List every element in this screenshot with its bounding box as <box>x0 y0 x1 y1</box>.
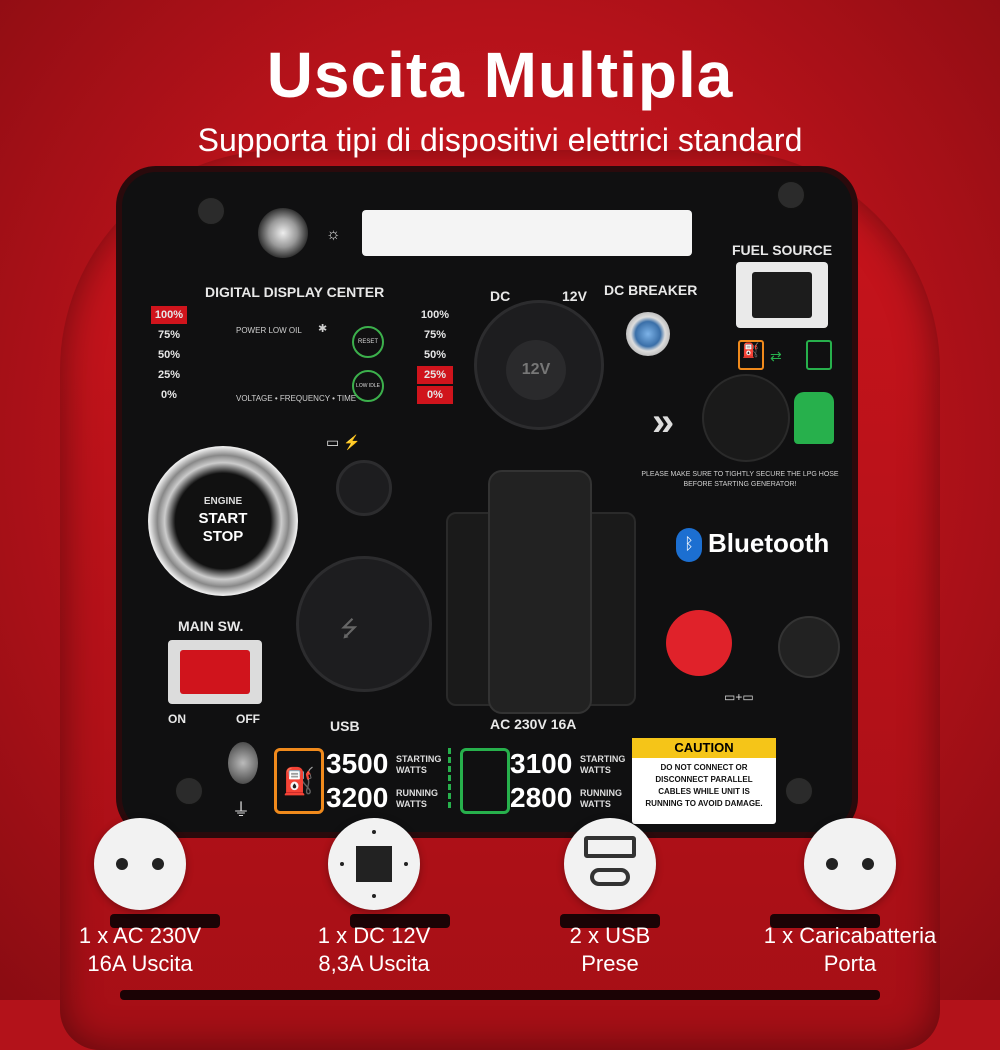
low-idle-button[interactable]: LOW IDLE <box>352 370 384 402</box>
display-center-label: DIGITAL DISPLAY CENTER <box>205 284 385 300</box>
level-left-75: 75% <box>157 329 181 341</box>
gas-running-watts: 3200 <box>326 782 389 813</box>
lcd-display <box>362 210 692 256</box>
lpg-inlet-cap[interactable] <box>702 374 790 462</box>
vent-slot <box>110 914 220 928</box>
main-switch-label: MAIN SW. <box>178 618 244 634</box>
reset-button[interactable]: RESET <box>352 326 384 358</box>
swap-arrows-icon: ⇄ <box>770 348 782 364</box>
feature-usb-line2: Prese <box>581 951 639 976</box>
ac-outlet-cover[interactable] <box>488 470 592 714</box>
start-label: START <box>198 510 248 527</box>
on-label: ON <box>168 712 186 726</box>
screw-icon <box>784 776 814 806</box>
level-right-25: 25% <box>417 366 453 384</box>
lpg-tank-icon <box>806 340 832 370</box>
dc-breaker-label: DC BREAKER <box>604 282 698 298</box>
usb-symbol-icon: ⭍ <box>340 616 359 641</box>
dc-breaker-button[interactable] <box>626 312 670 356</box>
caution-title: CAUTION <box>632 738 776 758</box>
ac-label: AC 230V 16A <box>490 716 577 732</box>
level-right-0: 0% <box>417 386 453 404</box>
dc-12v-label: 12V <box>562 288 587 304</box>
level-left-100: 100% <box>151 306 187 324</box>
chevron-right-icon: » <box>652 400 675 444</box>
lpg-watts-icon <box>460 748 510 814</box>
bluetooth-label: Bluetooth <box>708 528 830 558</box>
running-watts-label: RUNNING WATTS <box>580 788 622 809</box>
engine-label: ENGINE <box>203 496 243 507</box>
level-left-25: 25% <box>157 369 181 381</box>
feature-dc-line2: 8,3A Uscita <box>318 951 430 976</box>
battery-parallel-icon: ▭+▭ <box>724 690 754 704</box>
divider <box>448 748 455 808</box>
feature-dc-line1: 1 x DC 12V <box>317 923 431 948</box>
screw-icon <box>196 196 226 226</box>
vent-slot <box>770 914 880 928</box>
level-right-50: 50% <box>423 349 447 361</box>
page-subtitle: Supporta tipi di dispositivi elettrici s… <box>197 122 803 158</box>
bluetooth-small-icon: ✱ <box>318 323 328 335</box>
caution-text: DO NOT CONNECT OR DISCONNECT PARALLEL CA… <box>645 763 763 808</box>
lpg-starting-watts: 3100 <box>510 748 573 779</box>
dc-socket-cap: 12V <box>506 340 566 400</box>
negative-terminal-cap[interactable] <box>778 616 840 678</box>
page-title: Uscita Multipla <box>266 39 734 111</box>
feature-ac-line2: 16A Uscita <box>87 951 193 976</box>
feature-usb: 2 x USB Prese <box>490 818 730 978</box>
feature-charger-line1: 1 x Caricabatteria <box>763 923 937 948</box>
usb-icon <box>564 818 656 910</box>
level-left-50: 50% <box>157 349 181 361</box>
ac-outlet-icon <box>94 818 186 910</box>
usb-socket[interactable] <box>296 556 432 692</box>
dc-outlet-icon <box>328 818 420 910</box>
vent-slot <box>350 914 450 928</box>
fuel-source-label: FUEL SOURCE <box>732 242 833 258</box>
main-switch[interactable] <box>180 650 250 694</box>
feature-ac-line1: 1 x AC 230V <box>78 923 202 948</box>
lpg-warning-text: PLEASE MAKE SURE TO TIGHTLY SECURE THE L… <box>641 471 839 488</box>
dc-label: DC <box>490 288 511 304</box>
feature-ac: 1 x AC 230V 16A Uscita <box>20 818 260 978</box>
level-right-100: 100% <box>420 309 450 321</box>
feature-usb-line1: 2 x USB <box>569 923 651 948</box>
feature-dc: 1 x DC 12V 8,3A Uscita <box>254 818 494 978</box>
charging-port[interactable] <box>336 460 392 516</box>
lpg-cylinder-icon <box>794 392 834 444</box>
running-watts-label: RUNNING WATTS <box>396 788 438 809</box>
light-bulb-icon: ☼ <box>326 226 341 243</box>
positive-terminal-cap[interactable] <box>666 610 732 676</box>
stop-label: STOP <box>202 528 244 545</box>
starting-watts-label: STARTING WATTS <box>580 754 626 775</box>
gas-starting-watts: 3500 <box>326 748 389 779</box>
vent-slot <box>560 914 660 928</box>
charger-port-icon <box>804 818 896 910</box>
level-right-75: 75% <box>423 329 447 341</box>
feature-charger-line2: Porta <box>823 951 877 976</box>
fuel-source-switch[interactable] <box>752 272 812 318</box>
off-label: OFF <box>236 712 260 726</box>
lpg-running-watts: 2800 <box>510 782 573 813</box>
gas-pump-icon: ⛽ <box>738 340 764 370</box>
light-button[interactable] <box>258 208 308 258</box>
screw-icon <box>174 776 204 806</box>
starting-watts-label: STARTING WATTS <box>396 754 442 775</box>
usb-label: USB <box>330 718 360 734</box>
gas-watts-icon: ⛽ <box>274 748 324 814</box>
vent-slot <box>120 990 880 1000</box>
ground-terminal[interactable] <box>228 742 258 784</box>
voltage-frequency-time-label: VOLTAGE • FREQUENCY • TIME <box>236 394 357 403</box>
ground-icon: ⏚ <box>232 800 250 820</box>
battery-charge-icon: ▭ ⚡ <box>326 434 361 450</box>
bluetooth-icon: ᛒ <box>676 528 702 562</box>
screw-icon <box>776 180 806 210</box>
engine-start-stop-button[interactable] <box>148 446 298 596</box>
level-left-0: 0% <box>161 389 177 401</box>
power-low-oil-label: POWER LOW OIL <box>236 326 302 335</box>
